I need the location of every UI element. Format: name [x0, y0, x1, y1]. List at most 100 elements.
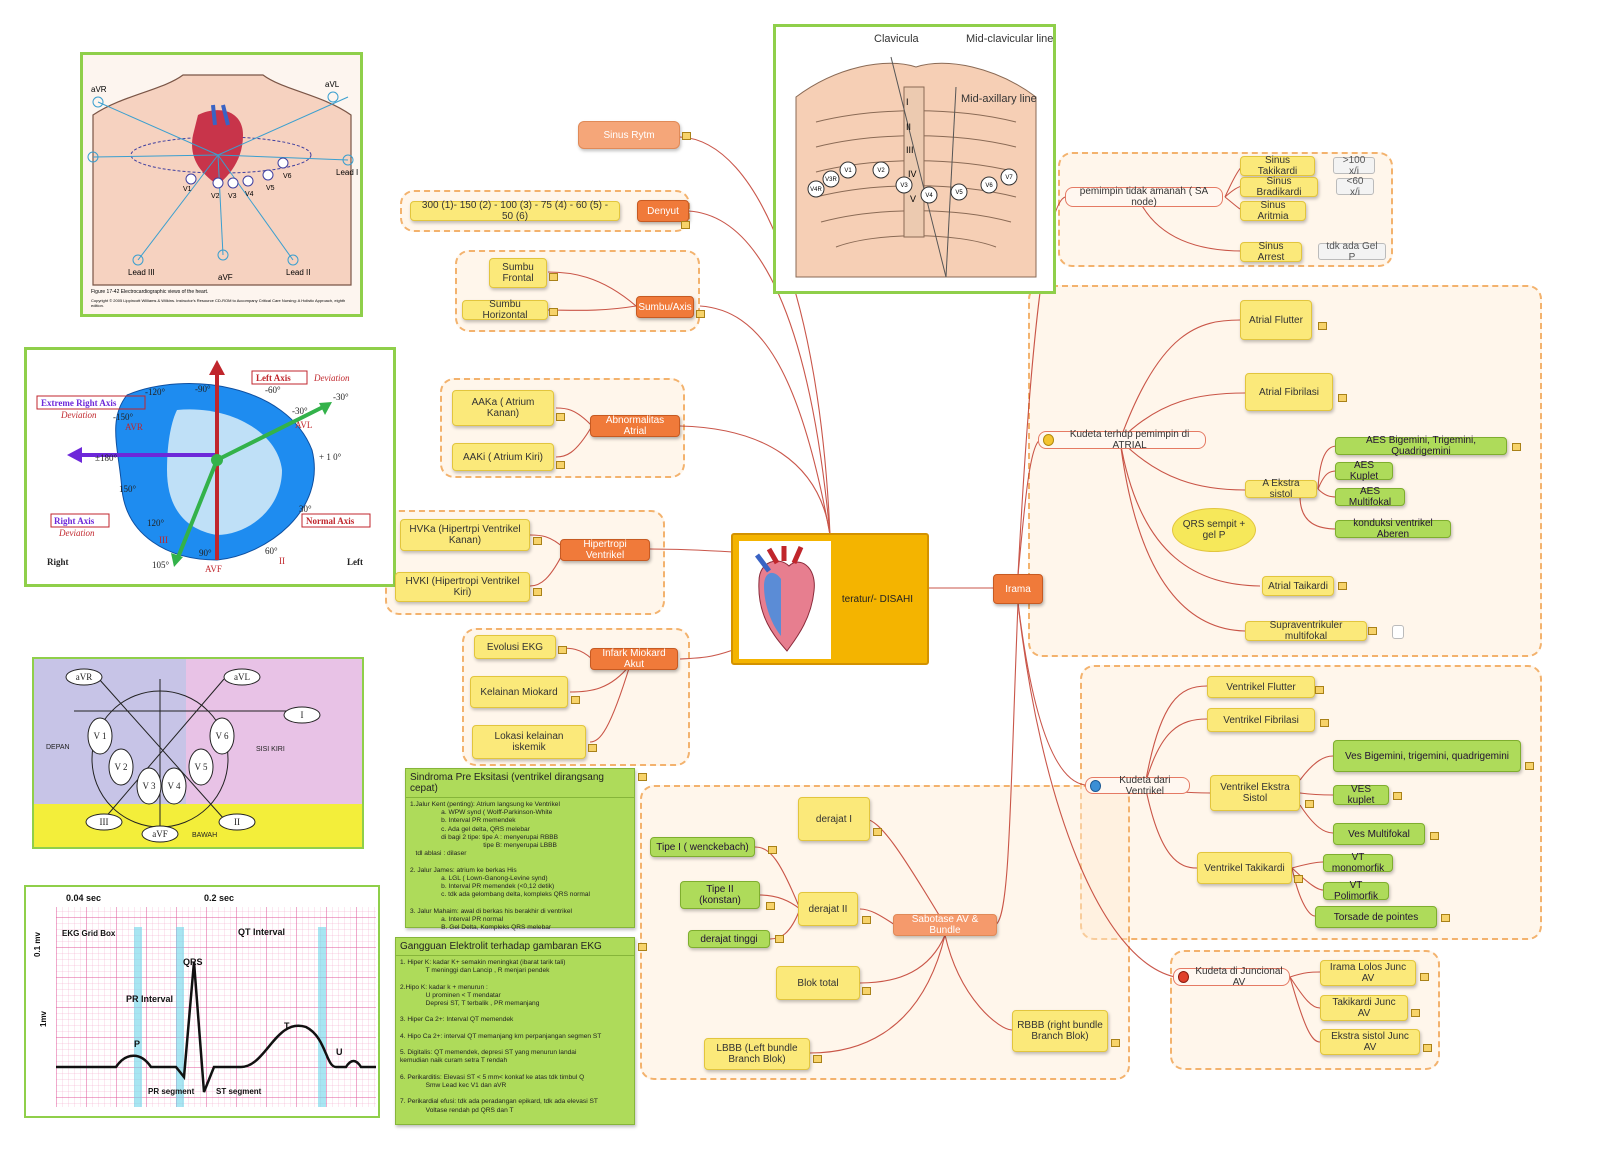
sinus-rytm-node[interactable]: Sinus Rytm: [578, 121, 680, 149]
kelainan-node[interactable]: Kelainan Miokard: [470, 676, 568, 708]
note-icon[interactable]: [1305, 800, 1314, 808]
note-icon[interactable]: [1393, 792, 1402, 800]
tipe-ii[interactable]: Tipe II (konstan): [680, 881, 760, 909]
ventrikel-fibrilasi[interactable]: Ventrikel Fibrilasi: [1207, 708, 1315, 732]
note-icon[interactable]: [1430, 832, 1439, 840]
note-icon[interactable]: [775, 935, 784, 943]
note-icon[interactable]: [862, 987, 871, 995]
hvka-node[interactable]: HVKa (Hipertrpi Ventrikel Kanan): [400, 519, 530, 551]
tipe-i[interactable]: Tipe I ( wenckebach): [650, 837, 755, 857]
note-icon[interactable]: [682, 132, 691, 140]
supraventrikuler[interactable]: Supraventrikuler multifokal: [1245, 620, 1367, 642]
junctional-node[interactable]: Kudeta di Juncional AV: [1173, 966, 1290, 988]
ventrikel-coup-node[interactable]: Kudeta dari Ventrikel: [1085, 775, 1190, 797]
denyut-values[interactable]: 300 (1)- 150 (2) - 100 (3) - 75 (4) - 60…: [410, 200, 620, 222]
ventrikel-flutter[interactable]: Ventrikel Flutter: [1207, 676, 1315, 698]
sinus-arrest[interactable]: Sinus Arrest: [1240, 241, 1302, 263]
note-icon[interactable]: [1294, 875, 1303, 883]
collapse-toggle[interactable]: [1392, 625, 1404, 639]
note-icon[interactable]: [549, 308, 558, 316]
aaki-node[interactable]: AAKi ( Atrium Kiri): [452, 443, 554, 471]
atrial-coup-node[interactable]: Kudeta terhdp pemimpin di ATRIAL: [1038, 429, 1206, 451]
note-icon[interactable]: [862, 916, 871, 924]
irama-lolos[interactable]: Irama Lolos Junc AV: [1320, 960, 1416, 986]
note-icon[interactable]: [681, 221, 690, 229]
ventrikel-ekstra-sistol[interactable]: Ventrikel Ekstra Sistol: [1210, 775, 1300, 811]
ves-bigemini[interactable]: Ves Bigemini, trigemini, quadrigemini: [1333, 740, 1521, 772]
note-icon[interactable]: [1423, 1044, 1432, 1052]
sinus-takikardi-value[interactable]: >100 x/i: [1333, 155, 1375, 177]
aes-kuplet[interactable]: AES Kuplet: [1335, 460, 1393, 482]
note-icon[interactable]: [1411, 1009, 1420, 1017]
sinus-arrest-value[interactable]: tdk ada Gel P: [1318, 241, 1386, 263]
ves-kuplet[interactable]: VES kuplet: [1333, 784, 1389, 806]
note-icon[interactable]: [1525, 762, 1534, 770]
ventrikel-takikardi[interactable]: Ventrikel Takikardi: [1197, 852, 1292, 884]
lokasi-node[interactable]: Lokasi kelainan iskemik: [472, 725, 586, 759]
infark-node[interactable]: Infark Miokard Akut: [590, 648, 678, 670]
note-icon[interactable]: [766, 902, 775, 910]
central-topic[interactable]: teratur/- DISAHI: [731, 533, 929, 665]
lbbb[interactable]: LBBB (Left bundle Branch Blok): [704, 1038, 810, 1070]
sa-node[interactable]: pemimpin tidak amanah ( SA node): [1065, 186, 1223, 208]
note-icon[interactable]: [1338, 394, 1347, 402]
derajat-i[interactable]: derajat I: [798, 797, 870, 841]
note-icon[interactable]: [1111, 1039, 1120, 1047]
note-icon[interactable]: [1320, 719, 1329, 727]
irama-node[interactable]: Irama: [993, 574, 1043, 604]
sinus-takikardi[interactable]: Sinus Takikardi: [1240, 155, 1315, 177]
ves-multifokal[interactable]: Ves Multifokal: [1333, 823, 1425, 845]
note-icon[interactable]: [1318, 322, 1327, 330]
torsade[interactable]: Torsade de pointes: [1315, 906, 1437, 928]
note-icon[interactable]: [556, 413, 565, 421]
ekstra-sistol-junc[interactable]: Ekstra sistol Junc AV: [1320, 1029, 1420, 1055]
blok-total[interactable]: Blok total: [776, 966, 860, 1000]
note-icon[interactable]: [533, 537, 542, 545]
denyut-node[interactable]: Denyut: [637, 200, 689, 222]
note-icon[interactable]: [813, 1055, 822, 1063]
atrial-fibrilasi[interactable]: Atrial Fibrilasi: [1245, 373, 1333, 411]
note-icon[interactable]: [768, 846, 777, 854]
note-icon[interactable]: [571, 696, 580, 704]
atrial-flutter[interactable]: Atrial Flutter: [1240, 300, 1312, 340]
aaka-node[interactable]: AAKa ( Atrium Kanan): [452, 390, 554, 426]
derajat-tinggi[interactable]: derajat tinggi: [688, 930, 770, 948]
derajat-ii[interactable]: derajat II: [798, 892, 858, 926]
note-icon[interactable]: [588, 744, 597, 752]
sumbu-frontal[interactable]: Sumbu Frontal: [489, 258, 547, 288]
hipertropi-node[interactable]: Hipertropi Ventrikel: [560, 539, 650, 561]
note-icon[interactable]: [638, 943, 647, 951]
elektrolit-body: 1. Hiper K: kadar K+ semakin meningkat (…: [400, 959, 602, 1114]
note-icon[interactable]: [533, 588, 542, 596]
a-ekstra-sistol[interactable]: A Ekstra sistol: [1245, 478, 1317, 500]
sinus-bradikardi[interactable]: Sinus Bradikardi: [1240, 176, 1318, 198]
abnormalitas-atrial-node[interactable]: Abnormalitas Atrial: [590, 415, 680, 437]
aes-bigemini[interactable]: AES Bigemini, Trigemini, Quadrigemini: [1335, 435, 1507, 457]
av-node[interactable]: Sabotase AV & Bundle: [893, 914, 997, 936]
konduksi-aberen[interactable]: konduksi ventrikel Aberen: [1335, 518, 1451, 540]
sumbu-node[interactable]: Sumbu/Axis: [636, 296, 694, 318]
sinus-bradikardi-value[interactable]: <60 x/i: [1336, 176, 1374, 198]
takikardi-junc[interactable]: Takikardi Junc AV: [1320, 995, 1408, 1021]
sinus-aritmia[interactable]: Sinus Aritmia: [1240, 200, 1306, 222]
note-icon[interactable]: [1315, 686, 1324, 694]
evolusi-node[interactable]: Evolusi EKG: [474, 635, 556, 659]
aes-multifokal[interactable]: AES Multifokal: [1335, 486, 1405, 508]
note-icon[interactable]: [1512, 443, 1521, 451]
note-icon[interactable]: [549, 273, 558, 281]
atrial-takikardi[interactable]: Atrial Taikardi: [1262, 576, 1334, 596]
note-icon[interactable]: [1420, 973, 1429, 981]
note-icon[interactable]: [1338, 582, 1347, 590]
note-icon[interactable]: [558, 646, 567, 654]
note-icon[interactable]: [1441, 914, 1450, 922]
rbbb[interactable]: RBBB (right bundle Branch Blok): [1012, 1010, 1108, 1052]
note-icon[interactable]: [638, 773, 647, 781]
hvki-node[interactable]: HVKI (Hipertropi Ventrikel Kiri): [395, 572, 530, 602]
note-icon[interactable]: [696, 310, 705, 318]
note-icon[interactable]: [1368, 627, 1377, 635]
vt-monomorfik[interactable]: VT monomorfik: [1323, 852, 1393, 874]
note-icon[interactable]: [556, 461, 565, 469]
vt-polimorfik[interactable]: VT Polimorfik: [1323, 880, 1389, 902]
note-icon[interactable]: [873, 828, 882, 836]
sumbu-horizontal[interactable]: Sumbu Horizontal: [462, 299, 548, 321]
